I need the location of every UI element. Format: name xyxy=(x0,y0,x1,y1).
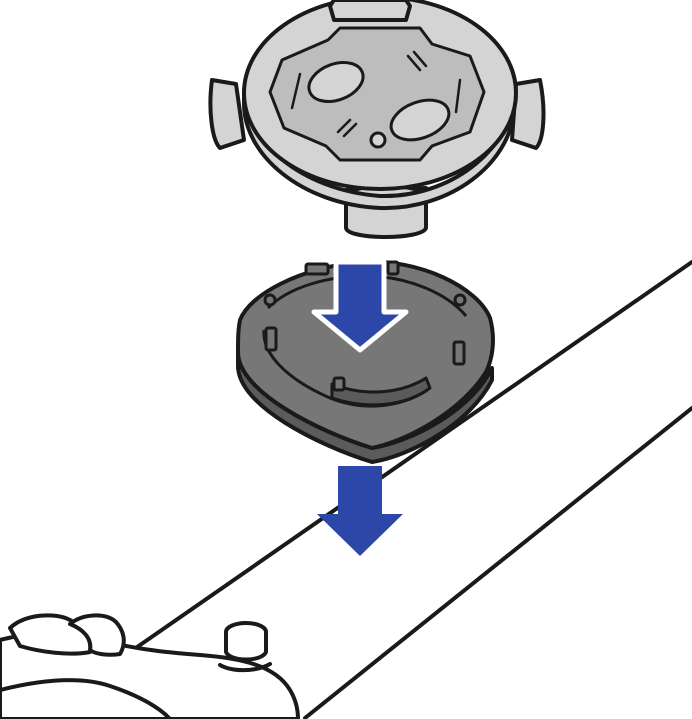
stem-cap-right xyxy=(68,613,126,657)
tube-bottom-edge xyxy=(303,406,692,719)
mount-oval-right xyxy=(389,98,451,142)
mount-center-hole xyxy=(369,131,387,149)
bike-mount-icon xyxy=(208,0,546,239)
lower-arrow-shape xyxy=(317,466,403,556)
rubber-pad-icon xyxy=(236,259,495,464)
mount-key-lines xyxy=(290,50,462,138)
handlebar-tube-icon xyxy=(128,260,692,719)
mount-lug-left xyxy=(208,78,246,150)
stem-lower-curve xyxy=(0,678,172,719)
pad-tab-bottom xyxy=(332,376,346,392)
clamp-bolt-side xyxy=(224,630,268,662)
mount-notch xyxy=(328,0,412,22)
pad-pin-right xyxy=(453,293,467,307)
clamp-inner-line xyxy=(218,662,272,673)
tube-top-edge xyxy=(128,260,692,654)
pad-pin-left xyxy=(263,293,277,307)
pad-tab-top-right xyxy=(386,260,400,276)
down-arrow-icon xyxy=(311,259,409,353)
stem-clamp-icon xyxy=(0,613,300,719)
upper-arrow-shape xyxy=(311,259,409,353)
pad-tab-right xyxy=(452,340,466,366)
mount-oval-left xyxy=(307,61,365,103)
down-arrow-icon xyxy=(317,466,403,556)
pad-groove xyxy=(330,376,432,407)
mount-lug-right xyxy=(510,78,546,150)
pad-tab-left xyxy=(264,326,278,352)
pad-tab-top xyxy=(304,262,330,276)
